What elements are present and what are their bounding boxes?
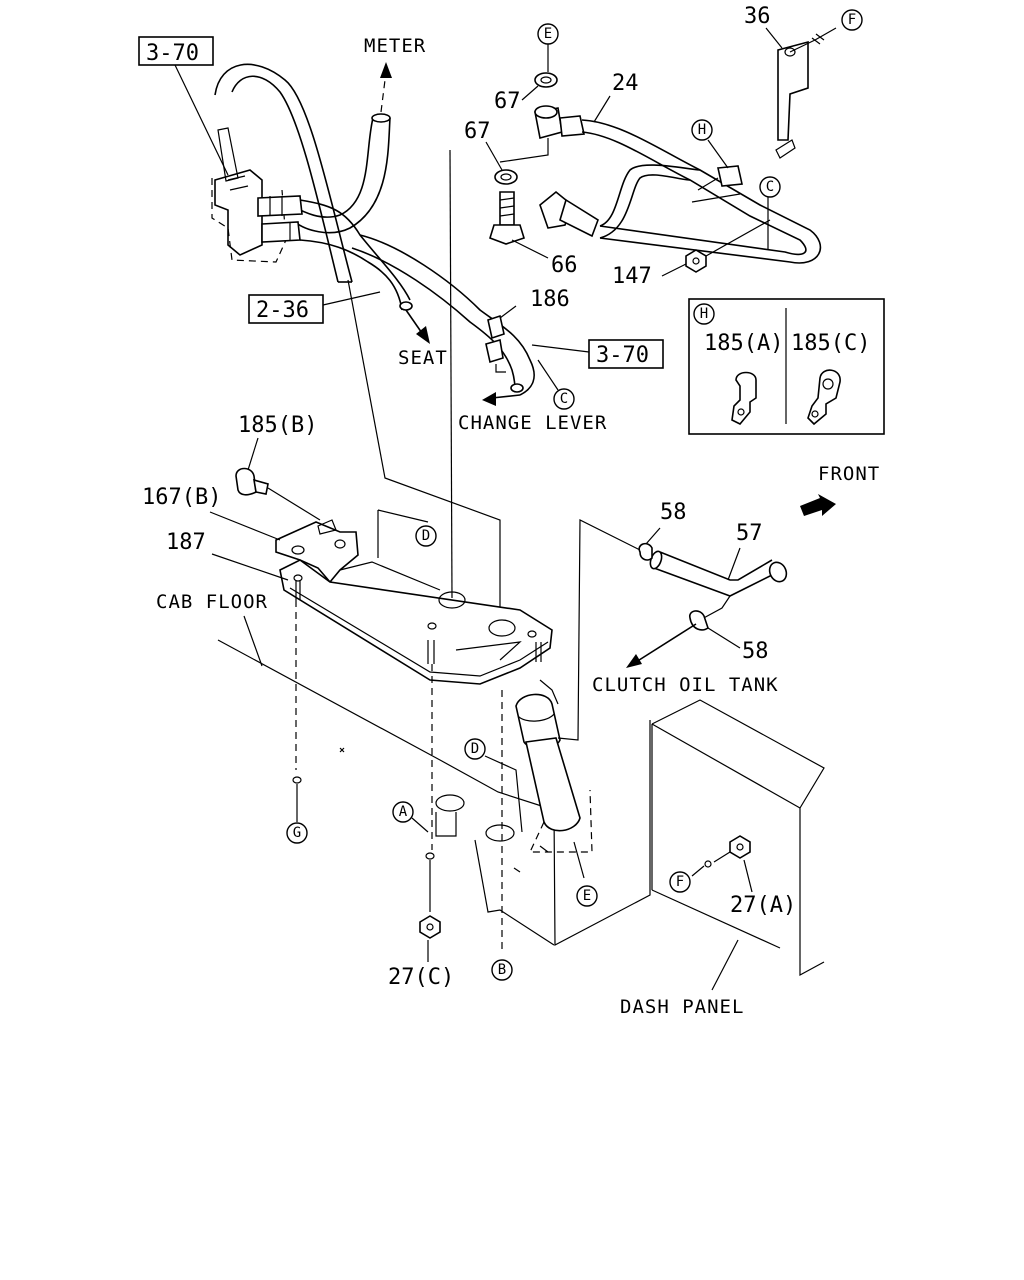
svg-text:C: C	[560, 391, 568, 407]
marker-f-top	[841, 9, 863, 31]
marker-c-change-lever	[553, 388, 575, 410]
part-67a-label: 67	[494, 89, 521, 114]
hose-57-assembly	[638, 527, 788, 649]
svg-text:F: F	[848, 12, 856, 28]
detail-h-box: H 185(A) 185(C)	[688, 298, 885, 435]
dash-panel	[651, 699, 825, 977]
marker-a	[392, 801, 414, 823]
meter-label: METER	[364, 35, 426, 57]
meter-arrow	[380, 62, 392, 113]
svg-text:E: E	[544, 26, 552, 42]
pipe-24-assembly	[489, 27, 837, 273]
marker-d-lower	[464, 738, 486, 760]
marker-c-pipe	[759, 176, 781, 198]
ref-3-70-mid-box	[588, 339, 664, 369]
svg-text:C: C	[766, 179, 774, 195]
part-36-label: 36	[744, 4, 771, 29]
part-24-label: 24	[612, 71, 639, 96]
shift-lever-boot	[515, 519, 641, 879]
part-27a-label: 27(A)	[730, 893, 796, 918]
seat-label: SEAT	[398, 347, 448, 369]
part-58b-label: 58	[742, 639, 769, 664]
clutch-oil-tank-label: CLUTCH OIL TANK	[592, 674, 779, 696]
marker-f-lower	[669, 871, 691, 893]
dash-panel-label: DASH PANEL	[620, 996, 744, 1018]
seat-arrow	[405, 309, 430, 344]
front-label: FRONT	[818, 463, 880, 485]
clip-186	[485, 305, 517, 373]
part-66-label: 66	[551, 253, 578, 278]
part-147-label: 147	[612, 264, 652, 289]
part-185b-label: 185(B)	[238, 413, 317, 438]
marker-b	[491, 959, 513, 981]
svg-text:A: A	[399, 804, 408, 820]
svg-text:D: D	[422, 528, 430, 544]
svg-text:H: H	[700, 306, 708, 322]
svg-text:B: B	[498, 962, 506, 978]
svg-text:G: G	[293, 825, 301, 841]
part-187-label: 187	[166, 530, 206, 555]
part-57-label: 57	[736, 521, 763, 546]
part-58a-label: 58	[660, 500, 687, 525]
ref-3-70-top-label: 3-70	[146, 41, 199, 66]
front-arrow	[800, 494, 836, 516]
ref-2-36-label: 2-36	[256, 298, 309, 323]
clutch-oil-tank-arrow	[626, 623, 697, 668]
ref-3-70-mid-label: 3-70	[596, 343, 649, 368]
svg-text:H: H	[698, 122, 706, 138]
svg-text:D: D	[471, 741, 479, 757]
marker-g	[286, 822, 308, 844]
detail-185a-label: 185(A)	[704, 331, 783, 356]
svg-text:E: E	[583, 888, 591, 904]
marker-h-clip	[691, 119, 713, 141]
part-27c-label: 27(C)	[388, 965, 454, 990]
detail-h-marker	[693, 303, 715, 325]
ref-3-70-top-box	[138, 36, 214, 66]
marker-e-lower	[576, 885, 598, 907]
change-lever-label: CHANGE LEVER	[458, 412, 607, 434]
part-167b-label: 167(B)	[142, 485, 221, 510]
change-lever-arrow	[482, 392, 521, 406]
part-67b-label: 67	[464, 119, 491, 144]
plate-assembly	[235, 149, 553, 685]
detail-185c-label: 185(C)	[791, 331, 870, 356]
ref-2-36-box	[248, 294, 324, 324]
marker-d-plate	[415, 525, 437, 547]
cab-floor-label: CAB FLOOR	[156, 591, 268, 613]
part-186-label: 186	[530, 287, 570, 312]
svg-text:F: F	[676, 874, 684, 890]
